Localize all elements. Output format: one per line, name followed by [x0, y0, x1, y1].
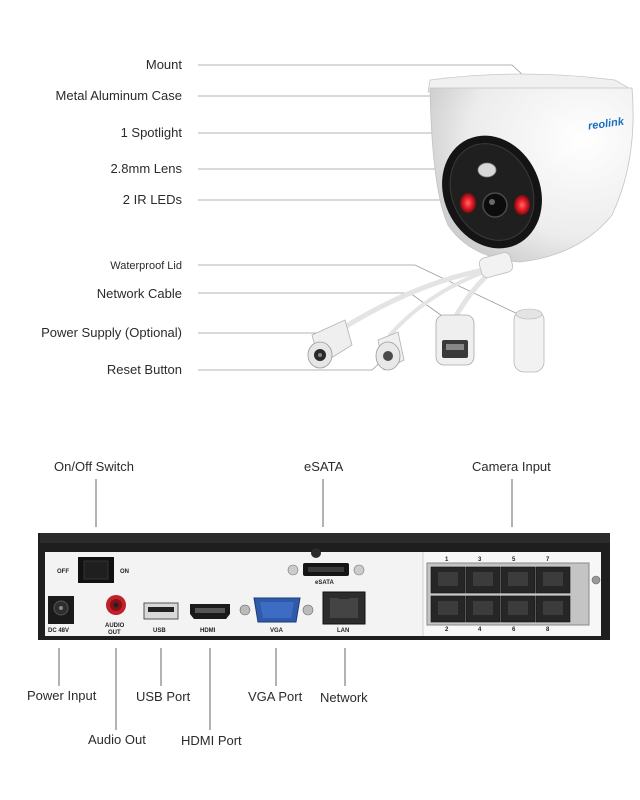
camera-cables: [307, 252, 545, 373]
switch-on-label: ON: [120, 569, 129, 575]
label-esata: eSATA: [304, 459, 344, 474]
port-number-3: 3: [478, 557, 482, 563]
port-number-1: 1: [445, 557, 449, 563]
label-ir-leds: 2 IR LEDs: [122, 192, 182, 207]
port-number-4: 4: [478, 627, 482, 633]
esata-port[interactable]: [287, 548, 365, 576]
label-spotlight: 1 Spotlight: [120, 125, 182, 140]
lan-label: LAN: [337, 628, 349, 634]
label-usb-port: USB Port: [136, 689, 191, 704]
audio-out-port[interactable]: [106, 595, 126, 615]
ir-led-right-icon: [514, 195, 530, 215]
hdmi-port[interactable]: [190, 604, 230, 619]
nvr-leader-lines: [58, 479, 513, 730]
vga-port[interactable]: [239, 597, 314, 623]
label-camera-input: Camera Input: [472, 459, 551, 474]
brand-logo: reolink: [587, 116, 625, 133]
audio-label-line2: OUT: [108, 630, 121, 636]
port-number-2: 2: [445, 627, 449, 633]
usb-label: USB: [153, 628, 166, 634]
label-metal-case: Metal Aluminum Case: [55, 88, 182, 103]
dc-power-jack[interactable]: [48, 596, 74, 624]
switch-off-label: OFF: [57, 569, 69, 575]
camera-input-ports[interactable]: [426, 562, 590, 626]
ir-led-left-icon: [460, 193, 476, 213]
label-lens: 2.8mm Lens: [110, 161, 182, 176]
label-waterproof-lid: Waterproof Lid: [110, 260, 182, 272]
label-network-cable: Network Cable: [96, 286, 182, 301]
label-power-supply: Power Supply (Optional): [41, 325, 182, 340]
label-hdmi-port: HDMI Port: [181, 733, 242, 748]
hdmi-label: HDMI: [200, 628, 216, 634]
label-power-input: Power Input: [27, 688, 97, 703]
label-network: Network: [320, 690, 368, 705]
port-number-8: 8: [546, 627, 550, 633]
label-mount: Mount: [145, 57, 182, 72]
label-audio-out: Audio Out: [88, 732, 146, 747]
power-switch[interactable]: [78, 557, 114, 583]
vga-label: VGA: [270, 628, 284, 634]
label-vga-port: VGA Port: [248, 689, 303, 704]
port-number-6: 6: [512, 627, 516, 633]
label-onoff-switch: On/Off Switch: [54, 459, 134, 474]
audio-label-line1: AUDIO: [105, 623, 125, 629]
label-reset-button: Reset Button: [106, 362, 182, 377]
lan-port[interactable]: [322, 591, 366, 625]
port-number-5: 5: [512, 557, 516, 563]
usb-port[interactable]: [143, 602, 179, 620]
dc-label: DC 48V: [48, 628, 69, 634]
esata-label: eSATA: [315, 580, 334, 586]
port-number-7: 7: [546, 557, 550, 563]
camera-illustration: reolink: [427, 73, 634, 263]
